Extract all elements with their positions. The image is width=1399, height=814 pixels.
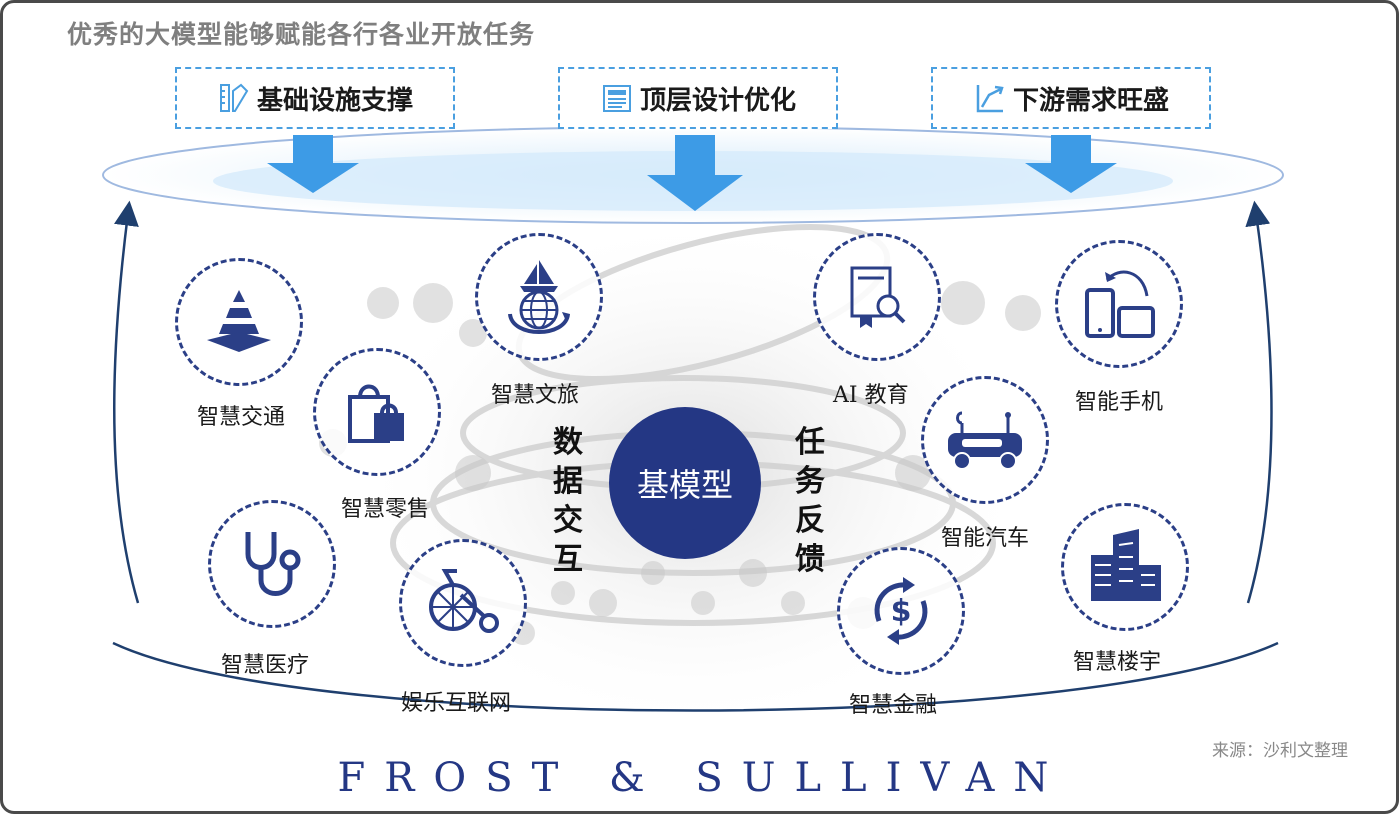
buildings-icon <box>1091 529 1161 601</box>
node-traffic <box>175 258 303 386</box>
node-building <box>1061 503 1189 631</box>
svg-text:$: $ <box>891 594 912 629</box>
banner-label: 顶层设计优化 <box>639 85 796 116</box>
banner-infrastructure: 基础设施支撑 <box>175 67 455 129</box>
node-car-label: 智能汽车 <box>941 526 1030 551</box>
vertical-char: 互 <box>553 542 583 577</box>
node-retail-label: 智慧零售 <box>341 497 430 522</box>
dollar-cycle-icon: $ <box>874 577 928 645</box>
core-model: 基模型 <box>609 407 761 559</box>
traffic-cone-icon <box>207 290 271 352</box>
node-tourism-label: 智慧文旅 <box>491 383 580 408</box>
task-feedback-text: 任 务 反 馈 <box>795 423 825 579</box>
node-car <box>921 376 1049 504</box>
node-tourism <box>475 233 603 361</box>
node-finance-label: 智慧金融 <box>849 693 938 718</box>
node-education-label: AI 教育 <box>833 383 909 408</box>
node-education <box>813 233 941 361</box>
node-finance: $ <box>837 547 965 675</box>
vertical-char: 数 <box>553 425 583 460</box>
diagram-title: 优秀的大模型能够赋能各行各业开放任务 <box>67 20 536 49</box>
node-traffic-label: 智慧交通 <box>197 405 286 430</box>
vertical-char: 任 <box>795 425 825 460</box>
brand-logo: FROST & SULLIVAN <box>337 755 1068 801</box>
stethoscope-icon <box>245 532 301 596</box>
node-phone-label: 智能手机 <box>1075 390 1164 415</box>
node-phone <box>1055 240 1183 368</box>
bicycle-icon <box>429 569 499 633</box>
growth-chart-icon <box>976 85 1004 113</box>
node-medical-label: 智慧医疗 <box>221 653 310 678</box>
vertical-char: 馈 <box>795 542 825 577</box>
robot-car-icon <box>948 411 1022 470</box>
vertical-char: 交 <box>553 503 583 538</box>
node-entertainment-label: 娱乐互联网 <box>401 691 512 716</box>
banner-label: 下游需求旺盛 <box>1012 85 1169 116</box>
banner-label: 基础设施支撑 <box>256 85 413 116</box>
vertical-char: 反 <box>795 503 825 538</box>
source-note: 来源：沙利文整理 <box>1212 741 1348 761</box>
core-label: 基模型 <box>636 466 733 504</box>
document-icon <box>602 85 631 112</box>
certificate-search-icon <box>850 266 906 328</box>
data-interaction-text: 数 据 交 互 <box>553 423 583 579</box>
node-entertainment <box>399 539 527 667</box>
node-medical <box>208 500 336 628</box>
globe-sailboat-icon <box>508 260 570 334</box>
node-retail <box>313 348 441 476</box>
ruler-pencil-icon <box>219 83 249 112</box>
banner-top-design: 顶层设计优化 <box>558 67 838 129</box>
phone-tablet-icon <box>1085 270 1155 338</box>
banner-demand: 下游需求旺盛 <box>931 67 1211 129</box>
shopping-bag-icon <box>348 384 404 443</box>
node-building-label: 智慧楼宇 <box>1073 650 1162 675</box>
vertical-char: 务 <box>795 464 825 499</box>
vertical-char: 据 <box>553 464 583 499</box>
